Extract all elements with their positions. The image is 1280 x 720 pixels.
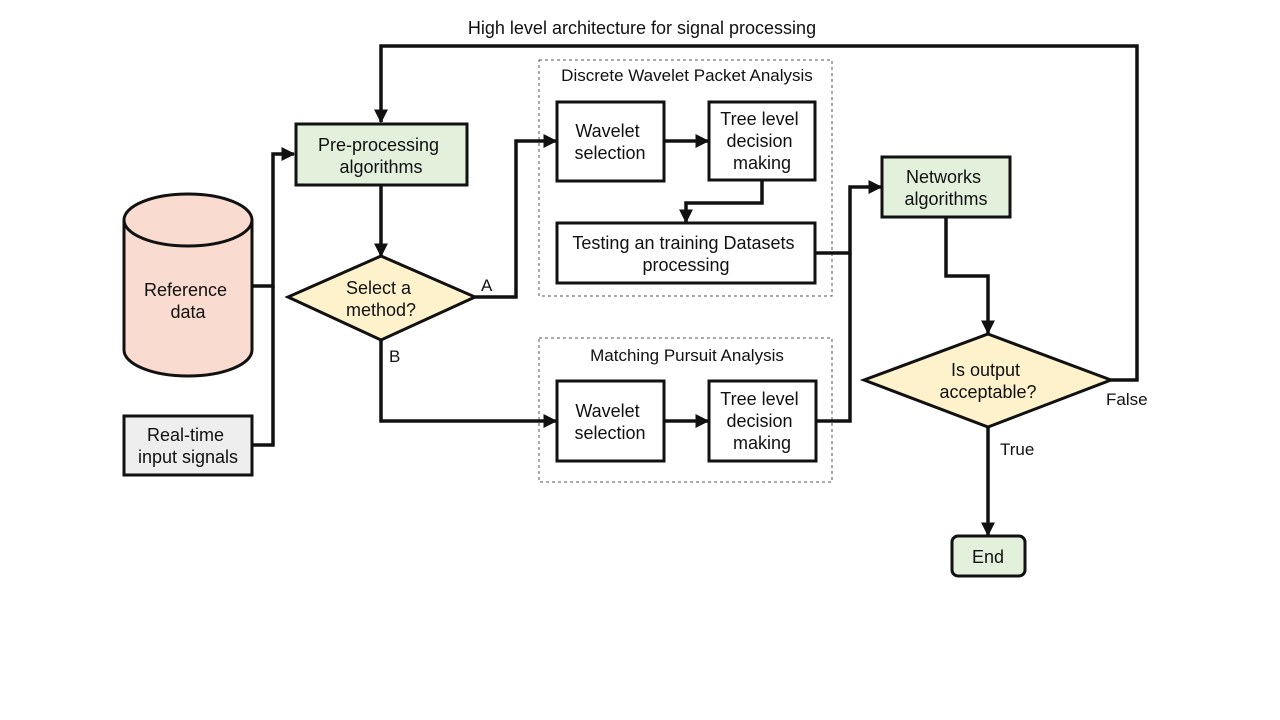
node-text: Reference data bbox=[144, 280, 232, 322]
node-text: Is output acceptable? bbox=[939, 360, 1036, 402]
node-preprocessing: Pre-processing algorithms bbox=[294, 122, 469, 187]
edge-select-to-dwpa bbox=[475, 134, 558, 299]
edge-realtime-to-preprocessing bbox=[252, 286, 275, 447]
node-realtime-input: Real-time input signals bbox=[122, 414, 254, 477]
node-box bbox=[555, 100, 666, 183]
node-text: Tree level decision making bbox=[720, 389, 803, 453]
node-text: Networks algorithms bbox=[904, 167, 987, 209]
node-text: Tree level decision making bbox=[720, 109, 803, 173]
edge-label-a: A bbox=[481, 276, 493, 295]
node-box bbox=[555, 379, 666, 463]
node-select-method: Select a method? bbox=[284, 254, 479, 342]
node-box bbox=[294, 122, 469, 187]
edge-mp-tree-to-networks bbox=[816, 253, 852, 423]
group-dwpa bbox=[538, 59, 833, 297]
edge-label-true: True bbox=[1000, 440, 1034, 459]
edge-dwpa-tree-to-testing bbox=[679, 180, 764, 224]
node-text: End bbox=[972, 547, 1004, 567]
node-box bbox=[880, 155, 1012, 219]
edge-select-to-mp bbox=[379, 340, 558, 428]
node-is-output: Is output acceptable? bbox=[859, 332, 1116, 429]
edge-reference-to-preprocessing bbox=[252, 147, 296, 288]
node-text: Testing an training Datasets processing bbox=[572, 233, 799, 275]
edge-false-loop bbox=[374, 44, 1139, 382]
node-text: Wavelet selection bbox=[574, 121, 645, 163]
node-networks: Networks algorithms bbox=[880, 155, 1012, 219]
node-mp-tree: Tree level decision making bbox=[707, 379, 818, 463]
node-text: Wavelet selection bbox=[574, 401, 645, 443]
node-box bbox=[707, 100, 817, 182]
group-mp bbox=[538, 337, 833, 483]
edge-label-b: B bbox=[389, 347, 400, 366]
group-dwpa-label: Discrete Wavelet Packet Analysis bbox=[561, 66, 813, 85]
node-text: Real-time input signals bbox=[138, 425, 238, 467]
node-text: Pre-processing algorithms bbox=[318, 135, 444, 177]
edge-networks-to-decision bbox=[944, 217, 995, 335]
decision-diamond bbox=[859, 332, 1116, 429]
cylinder-top bbox=[122, 192, 254, 248]
node-dwpa-tree: Tree level decision making bbox=[707, 100, 817, 182]
decision-diamond bbox=[284, 254, 479, 342]
edge-testing-to-networks bbox=[816, 180, 883, 255]
node-reference-data: Reference data bbox=[122, 192, 254, 378]
terminal-box bbox=[950, 534, 1027, 578]
node-text: Select a method? bbox=[346, 278, 416, 320]
edge-label-false: False bbox=[1106, 390, 1148, 409]
node-box bbox=[555, 221, 817, 285]
group-mp-label: Matching Pursuit Analysis bbox=[590, 346, 784, 365]
diagram-title: High level architecture for signal proce… bbox=[468, 18, 816, 38]
cylinder-body bbox=[122, 218, 254, 378]
node-box bbox=[707, 379, 818, 463]
node-box bbox=[122, 414, 254, 477]
node-dwpa-testing: Testing an training Datasets processing bbox=[555, 221, 817, 285]
node-end: End bbox=[950, 534, 1027, 578]
node-mp-wavelet: Wavelet selection bbox=[555, 379, 666, 463]
node-dwpa-wavelet: Wavelet selection bbox=[555, 100, 666, 183]
